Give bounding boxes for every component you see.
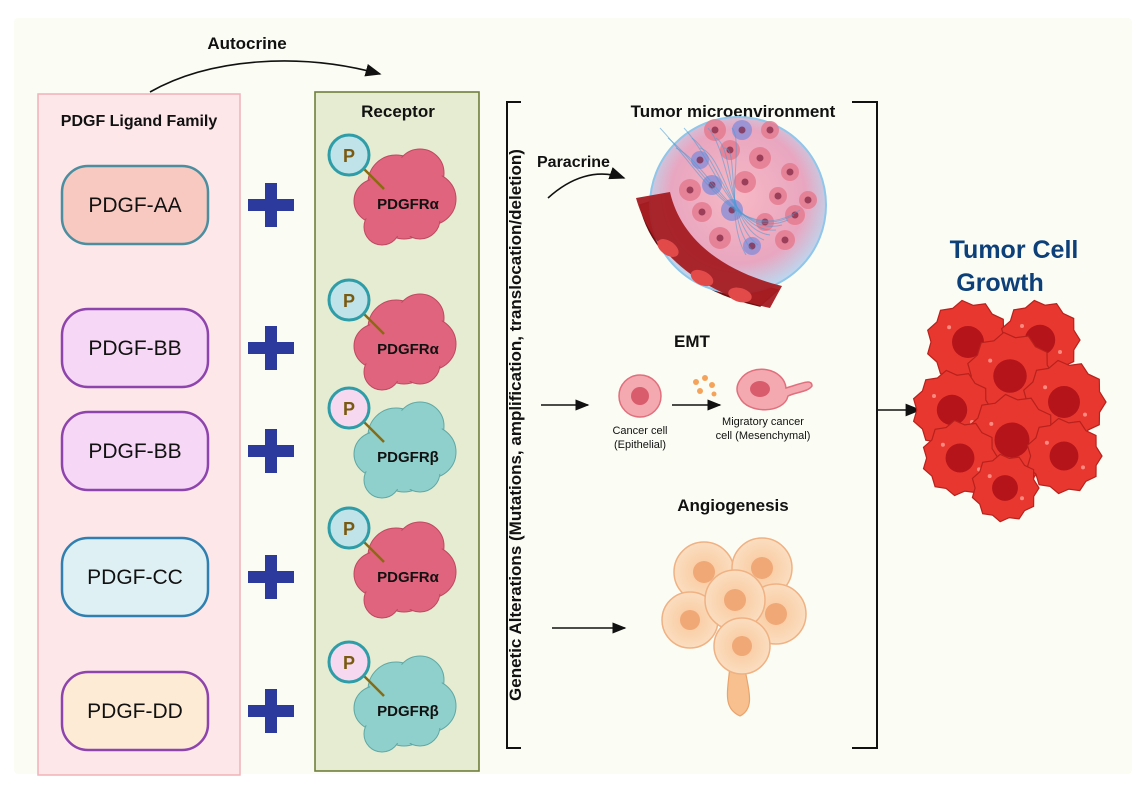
- plus-layer: [248, 183, 294, 733]
- autocrine-arrow: [149, 60, 382, 93]
- phospho-label: P: [343, 291, 355, 311]
- emt-dots: [693, 375, 717, 397]
- ligand-pill: PDGF-CC: [60, 536, 210, 618]
- ligand-pill: PDGF-DD: [60, 670, 210, 752]
- tumor-microenvironment-title: Tumor microenvironment: [631, 102, 836, 121]
- ligand-layer: PDGF-AA PDGF-BB PDGF-BB PDGF-CC PDGF-DD: [60, 164, 210, 752]
- tumor-growth-title-2: Growth: [956, 269, 1044, 297]
- migratory-cell-label-2: cell (Mesenchymal): [716, 430, 811, 442]
- tumor-microenvironment-illustration: [636, 116, 827, 308]
- receptor-title: Receptor: [361, 102, 435, 121]
- angiogenesis-illustration: [661, 537, 807, 717]
- tumor-cell-cluster: [912, 299, 1107, 523]
- ligand-pill: PDGF-BB: [60, 410, 210, 492]
- receptor-beta: P PDGFRβ: [327, 386, 457, 499]
- paracrine-label: Paracrine: [537, 154, 610, 171]
- ligand-label: PDGF-BB: [88, 440, 181, 463]
- migratory-cancer-cell: [736, 368, 813, 411]
- receptor-label: PDGFRα: [377, 196, 440, 213]
- receptor-label: PDGFRβ: [377, 449, 439, 466]
- outcome-bracket: [852, 101, 878, 749]
- ligand-pill: PDGF-AA: [60, 164, 210, 246]
- ligand-label: PDGF-BB: [88, 337, 181, 360]
- receptor-alpha: P PDGFRα: [327, 506, 457, 619]
- migratory-cell-label-1: Migratory cancer: [722, 416, 804, 428]
- tumor-growth-title-1: Tumor Cell: [950, 236, 1079, 264]
- phospho-label: P: [343, 519, 355, 539]
- cancer-cell-label-1: Cancer cell: [612, 425, 667, 437]
- phospho-label: P: [343, 653, 355, 673]
- genetic-alterations-label: Genetic Alterations (Mutations, amplific…: [506, 149, 525, 701]
- plus-icon: [248, 555, 294, 599]
- phospho-label: P: [343, 399, 355, 419]
- phospho-label: P: [343, 146, 355, 166]
- cancer-cell-label-2: (Epithelial): [614, 439, 666, 451]
- genetic-alterations-bracket: [506, 101, 521, 749]
- ligand-label: PDGF-DD: [87, 700, 183, 723]
- autocrine-label: Autocrine: [207, 34, 286, 53]
- plus-icon: [248, 689, 294, 733]
- emt-title: EMT: [674, 332, 711, 351]
- ligand-pill: PDGF-BB: [60, 307, 210, 389]
- epithelial-cancer-cell: [618, 374, 662, 418]
- receptor-beta: P PDGFRβ: [327, 640, 457, 753]
- paracrine-arrow: [547, 167, 626, 199]
- receptor-alpha: P PDGFRα: [327, 278, 457, 391]
- receptor-alpha: P PDGFRα: [327, 133, 457, 246]
- receptor-label: PDGFRα: [377, 569, 440, 586]
- receptor-label: PDGFRβ: [377, 703, 439, 720]
- ligand-label: PDGF-AA: [88, 194, 181, 217]
- plus-icon: [248, 429, 294, 473]
- plus-icon: [248, 326, 294, 370]
- ligand-label: PDGF-CC: [87, 566, 183, 589]
- plus-icon: [248, 183, 294, 227]
- ligand-family-title: PDGF Ligand Family: [61, 113, 218, 130]
- angiogenesis-title: Angiogenesis: [677, 496, 788, 515]
- receptor-label: PDGFRα: [377, 341, 440, 358]
